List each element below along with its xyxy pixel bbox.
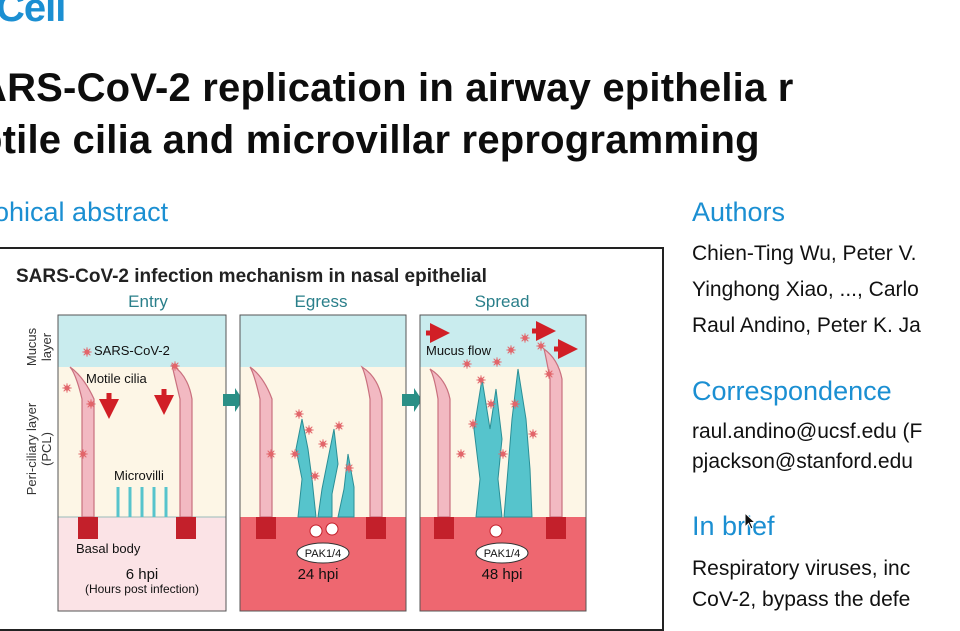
in-brief-line-2: CoV-2, bypass the defe xyxy=(692,588,911,611)
in-brief-line-1: Respiratory viruses, inc xyxy=(692,557,911,580)
label-mucus-flow: Mucus flow xyxy=(426,343,492,358)
time-24hpi: 24 hpi xyxy=(298,566,339,583)
author-line-2[interactable]: Yinghong Xiao, ..., Carlo xyxy=(692,278,919,301)
mucus-axis-label-1: Mucus xyxy=(24,327,39,366)
label-pak-spread: PAK1/4 xyxy=(484,548,521,560)
step-arrow-2 xyxy=(402,388,422,412)
pcl-axis-label-1: Peri-ciliary layer xyxy=(24,402,39,495)
graphical-abstract-figure: SARS-CoV-2 infection mechanism in nasal … xyxy=(0,247,664,631)
mouse-cursor-icon xyxy=(744,512,757,530)
journal-logo: Cell xyxy=(0,0,66,30)
correspondence-email-2[interactable]: pjackson@stanford.edu xyxy=(692,450,913,473)
stage-label-entry: Entry xyxy=(128,292,168,311)
label-sars-cov-2: SARS-CoV-2 xyxy=(94,343,170,358)
pcl-axis-label-2: (PCL) xyxy=(39,432,54,466)
paper-title: ARS-CoV-2 replication in airway epitheli… xyxy=(0,62,960,166)
label-pak-egress: PAK1/4 xyxy=(305,548,342,560)
label-motile-cilia: Motile cilia xyxy=(86,371,147,386)
author-line-1[interactable]: Chien-Ting Wu, Peter V. xyxy=(692,242,917,265)
step-arrow-1 xyxy=(223,388,243,412)
in-brief-heading: In brief xyxy=(692,511,775,541)
panel-spread: Mucus flow PAK1/4 xyxy=(419,314,587,612)
authors-heading: Authors xyxy=(692,197,786,227)
stage-label-egress: Egress xyxy=(295,292,348,311)
label-microvilli: Microvilli xyxy=(114,468,164,483)
time-6hpi: 6 hpi xyxy=(126,566,159,583)
author-line-3[interactable]: Raul Andino, Peter K. Ja xyxy=(692,314,921,337)
time-note: (Hours post infection) xyxy=(85,582,199,596)
graphical-abstract-heading: ohical abstract xyxy=(0,197,169,227)
stage-label-spread: Spread xyxy=(475,292,530,311)
mucus-axis-label-2: layer xyxy=(39,332,54,361)
time-48hpi: 48 hpi xyxy=(482,566,523,583)
correspondence-email-1[interactable]: raul.andino@ucsf.edu (F xyxy=(692,420,923,443)
title-line-2: otile cilia and microvillar reprogrammin… xyxy=(0,118,760,162)
label-basal-body: Basal body xyxy=(76,541,141,556)
correspondence-heading: Correspondence xyxy=(692,376,892,406)
figure-title: SARS-CoV-2 infection mechanism in nasal … xyxy=(16,266,487,287)
figure-canvas: SARS-CoV-2 infection mechanism in nasal … xyxy=(16,266,587,612)
panel-egress: PAK1/4 xyxy=(239,314,407,612)
title-line-1: ARS-CoV-2 replication in airway epitheli… xyxy=(0,66,794,110)
